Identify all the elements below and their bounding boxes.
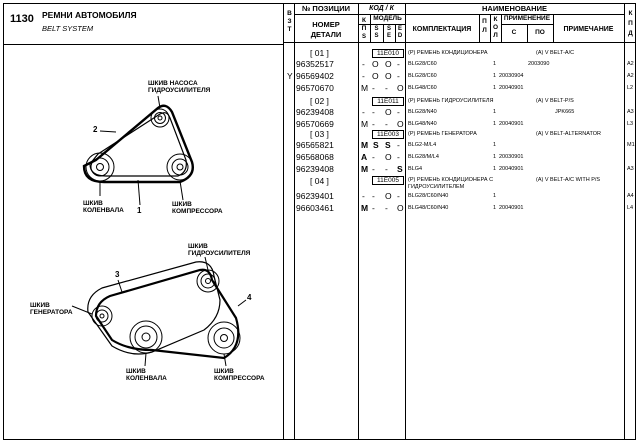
group-name-ru2-04: ГИДРОУСИЛИТЕЛЕМ [408,184,465,190]
section-number: 1130 [10,13,34,25]
comp-pulley-label-bottom: ШКИВ КОМПРЕССОРА [214,368,265,382]
part-number: 96352517 [296,59,334,69]
col-model: МОДЕЛЬ [373,15,402,22]
group-name-en-04: (А) V BELT-A/C WITH P/S [536,177,601,183]
part-number: 96570669 [296,119,334,129]
crank-pulley-label-bottom: ШКИВ КОЛЕНВАЛА [126,368,167,382]
col-from: С [511,29,517,36]
pump-pulley-label-bottom: ШКИВ ГИДРОУСИЛИТЕЛЯ [188,243,251,257]
belt-3 [87,261,221,355]
col-usage: ПРИМЕНЕНИЕ [503,15,551,22]
section-title-ru: РЕМНИ АВТОМОБИЛЯ [42,10,137,20]
callout-1: 1 [137,206,142,215]
part-number: 96569402 [296,71,334,81]
callout-4: 4 [247,293,252,302]
group-name-en-03: (А) V BELT-ALTERNATOR [536,131,601,137]
gen-pulley-label: ШКИВ ГЕНЕРАТОРА [30,302,73,316]
group-name-ru-04: (Р) РЕМЕНЬ КОНДИЦИОНЕРА С [408,177,494,183]
callout-2: 2 [93,125,98,134]
comp-pulley-top [166,153,194,181]
belt-4 [94,268,240,360]
group-pos-03: [ 03 ] [310,129,329,139]
pump-pulley-top [150,108,170,128]
col-name: НАИМЕНОВАНИЕ [482,4,547,13]
group-code-02: 11E011 [372,97,404,106]
group-name-en-02: (А) V BELT-P/S [536,98,574,104]
crank-pulley-label: ШКИВ КОЛЕНВАЛА [83,200,124,214]
callout-3: 3 [115,270,120,279]
gen-pulley-bottom [91,305,113,327]
col-pos: № ПОЗИЦИИ [301,4,351,13]
part-number: 96239408 [296,164,334,174]
col-code: КОД / К [369,5,394,12]
part-number: 96239408 [296,107,334,117]
group-name-ru-03: (Р) РЕМЕНЬ ГЕНЕРАТОРА [408,131,477,137]
comp-pulley-bottom [207,321,241,355]
group-name-en-01: (А) V BELT-A/C [536,50,575,56]
part-number: 96568068 [296,152,334,162]
part-number: 96603461 [296,203,334,213]
group-name-ru-02: (Р) РЕМЕНЬ ГИДРОУСИЛИТЕЛЯ [408,98,494,104]
group-code-03: 11E003 [372,130,404,139]
part-number: 96570670 [296,83,334,93]
col-to: ПО [535,29,545,36]
col-note: ПРИМЕЧАНИЕ [563,26,614,33]
col-part-number: НОМЕР ДЕТАЛИ [310,20,342,39]
group-pos-02: [ 02 ] [310,96,329,106]
part-number: 96565821 [296,140,334,150]
group-name-ru-01: (Р) РЕМЕНЬ КОНДИЦИОНЕРА [408,50,488,56]
part-number: 96239401 [296,191,334,201]
comp-pulley-label: ШКИВ КОМПРЕССОРА [172,201,223,215]
group-code-04: 11E005 [372,176,404,185]
page-frame [3,3,636,440]
pump-pulley-label: ШКИВ НАСОСА ГИДРОУСИЛИТЕЛЯ [148,80,211,94]
col-s: S [361,34,366,40]
group-pos-04: [ 04 ] [310,176,329,186]
group-pos-01: [ 01 ] [310,48,329,58]
col-equipment: КОМПЛЕКТАЦИЯ [412,26,472,33]
section-title-en: BELT SYSTEM [42,24,94,33]
group-code-01: 11E010 [372,49,404,58]
